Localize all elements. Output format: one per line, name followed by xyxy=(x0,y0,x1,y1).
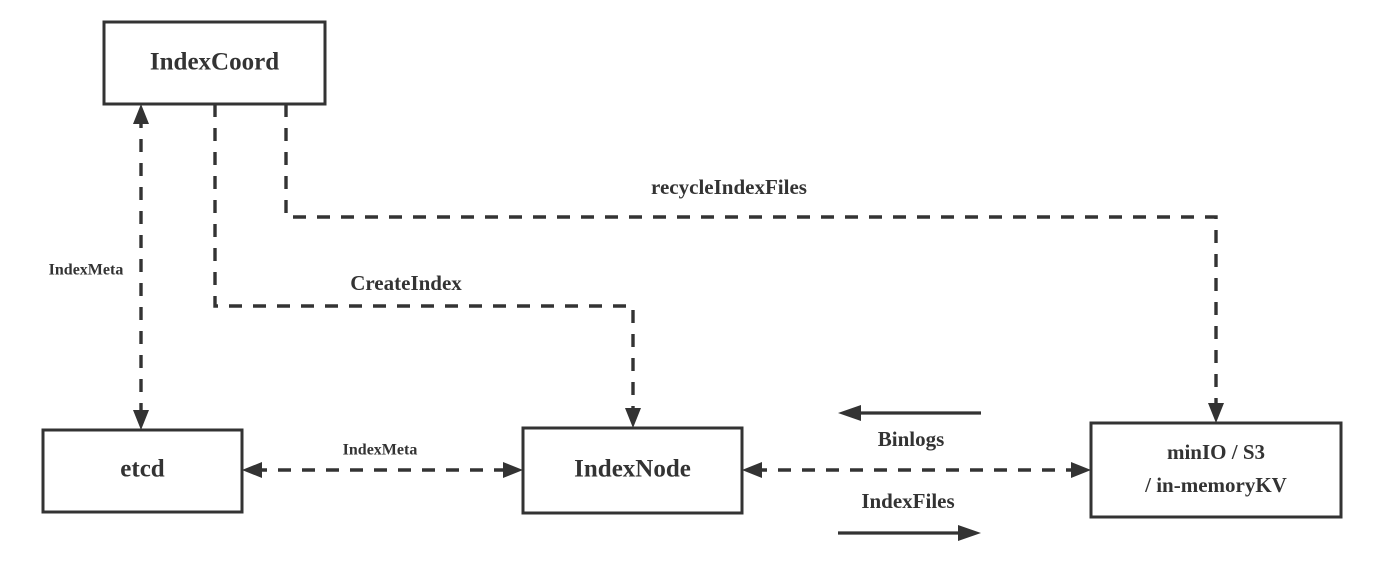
arrowhead-right-minio xyxy=(1071,462,1091,478)
edge-line-createindex xyxy=(213,104,635,417)
arrowhead-left-binlogs xyxy=(838,405,861,421)
node-indexcoord[interactable]: IndexCoord xyxy=(102,20,327,106)
node-indexnode-box[interactable] xyxy=(521,426,744,515)
edge-indexmeta-etcd-indexnode: IndexMeta xyxy=(242,442,523,478)
arrowhead-down-minio xyxy=(1208,403,1224,423)
node-indexcoord-label: IndexCoord xyxy=(150,49,279,76)
arrowhead-up-indexcoord xyxy=(133,104,149,124)
edge-label-indexmeta-coord-etcd: IndexMeta xyxy=(49,262,124,279)
edge-label-createindex: CreateIndex xyxy=(350,271,462,295)
edge-label-recycleindexfiles: recycleIndexFiles xyxy=(651,175,807,199)
arrowhead-right-indexfiles xyxy=(958,525,981,541)
node-minio-box[interactable] xyxy=(1089,421,1343,519)
node-etcd[interactable]: etcd xyxy=(41,428,244,514)
edge-label-indexfiles: IndexFiles xyxy=(861,489,954,513)
arrowhead-left-etcd xyxy=(242,462,262,478)
node-etcd-box[interactable] xyxy=(41,428,244,514)
arrowhead-left-indexnode xyxy=(742,462,762,478)
edge-createindex: CreateIndex xyxy=(213,104,641,428)
node-indexnode[interactable]: IndexNode xyxy=(521,426,744,515)
node-minio-label-line1: minIO / S3 xyxy=(1167,440,1265,464)
edge-recycleindexfiles: recycleIndexFiles xyxy=(284,104,1224,423)
edge-line-recycleindexfiles xyxy=(284,104,1218,412)
node-indexnode-label: IndexNode xyxy=(574,456,691,483)
node-minio-label-line2: / in-memoryKV xyxy=(1144,473,1287,497)
edge-indexnode-minio xyxy=(742,462,1091,478)
edge-indexfiles: IndexFiles xyxy=(838,489,981,541)
edge-indexmeta-coord-etcd: IndexMeta xyxy=(49,104,149,430)
arrowhead-down-etcd xyxy=(133,410,149,430)
edge-label-indexmeta-etcd-indexnode: IndexMeta xyxy=(343,442,418,459)
node-minio[interactable]: minIO / S3 / in-memoryKV xyxy=(1089,421,1343,519)
node-etcd-label: etcd xyxy=(120,456,165,483)
arrowhead-right-indexnode xyxy=(503,462,523,478)
edge-binlogs: Binlogs xyxy=(838,405,981,451)
arrowhead-down-indexnode xyxy=(625,408,641,428)
node-indexcoord-box[interactable] xyxy=(102,20,327,106)
edge-label-binlogs: Binlogs xyxy=(878,427,945,451)
